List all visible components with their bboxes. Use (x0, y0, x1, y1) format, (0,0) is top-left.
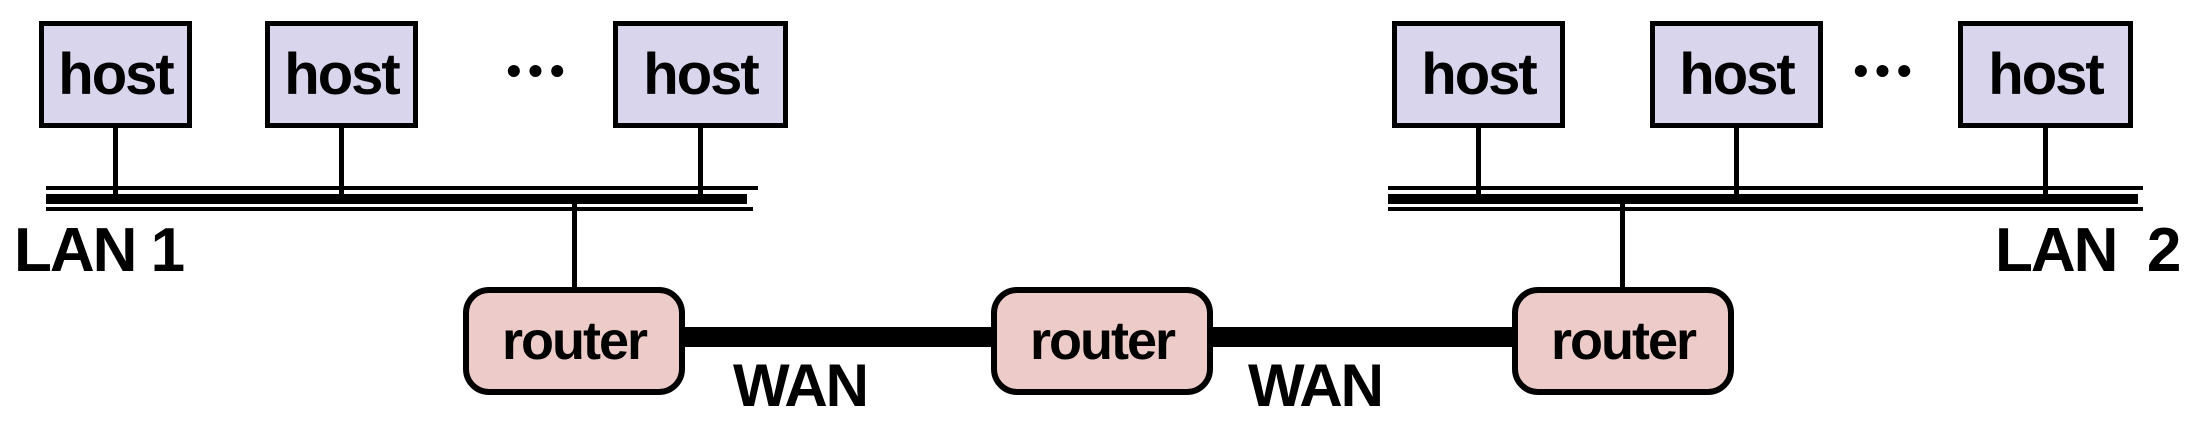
lan2-host-2-link (1734, 126, 1739, 198)
lan1-host-3-link (698, 126, 703, 198)
wan-label-2: WAN (1248, 352, 1384, 419)
wan-link-1 (680, 327, 995, 347)
lan1-host-2: host (265, 21, 418, 128)
router-2: router (991, 287, 1213, 395)
wan-link-2 (1210, 327, 1516, 347)
wan-label-1: WAN (733, 352, 869, 419)
lan2-bus-thick-line (1388, 194, 2138, 204)
lan2-host-1-link (1476, 126, 1481, 198)
lan1-host-1: host (39, 21, 192, 128)
lan2-host-3-link (2043, 126, 2048, 198)
lan2-bus-top-line (1388, 186, 2143, 190)
lan2-host-3: host (1958, 21, 2133, 128)
lan2-label: LAN 2 (1995, 216, 2181, 285)
lan2-host-2: host (1650, 21, 1823, 128)
lan1-bus-bottom-line (46, 207, 753, 211)
lan2-host-1: host (1392, 21, 1565, 128)
lan1-host-1-link (113, 126, 118, 198)
router-3: router (1512, 287, 1734, 395)
lan1-bus-thick-line (46, 194, 747, 204)
lan2-ellipsis: ••• (1853, 46, 1919, 94)
lan2-bus-bottom-line (1388, 207, 2143, 211)
lan2-router-link (1620, 200, 1625, 290)
lan1-label: LAN 1 (14, 216, 185, 285)
lan1-host-2-link (339, 126, 344, 198)
lan1-router-link (572, 200, 577, 290)
lan1-host-3: host (613, 21, 788, 128)
router-1: router (463, 287, 685, 395)
lan1-ellipsis: ••• (506, 46, 572, 94)
lan1-bus-top-line (46, 186, 758, 190)
